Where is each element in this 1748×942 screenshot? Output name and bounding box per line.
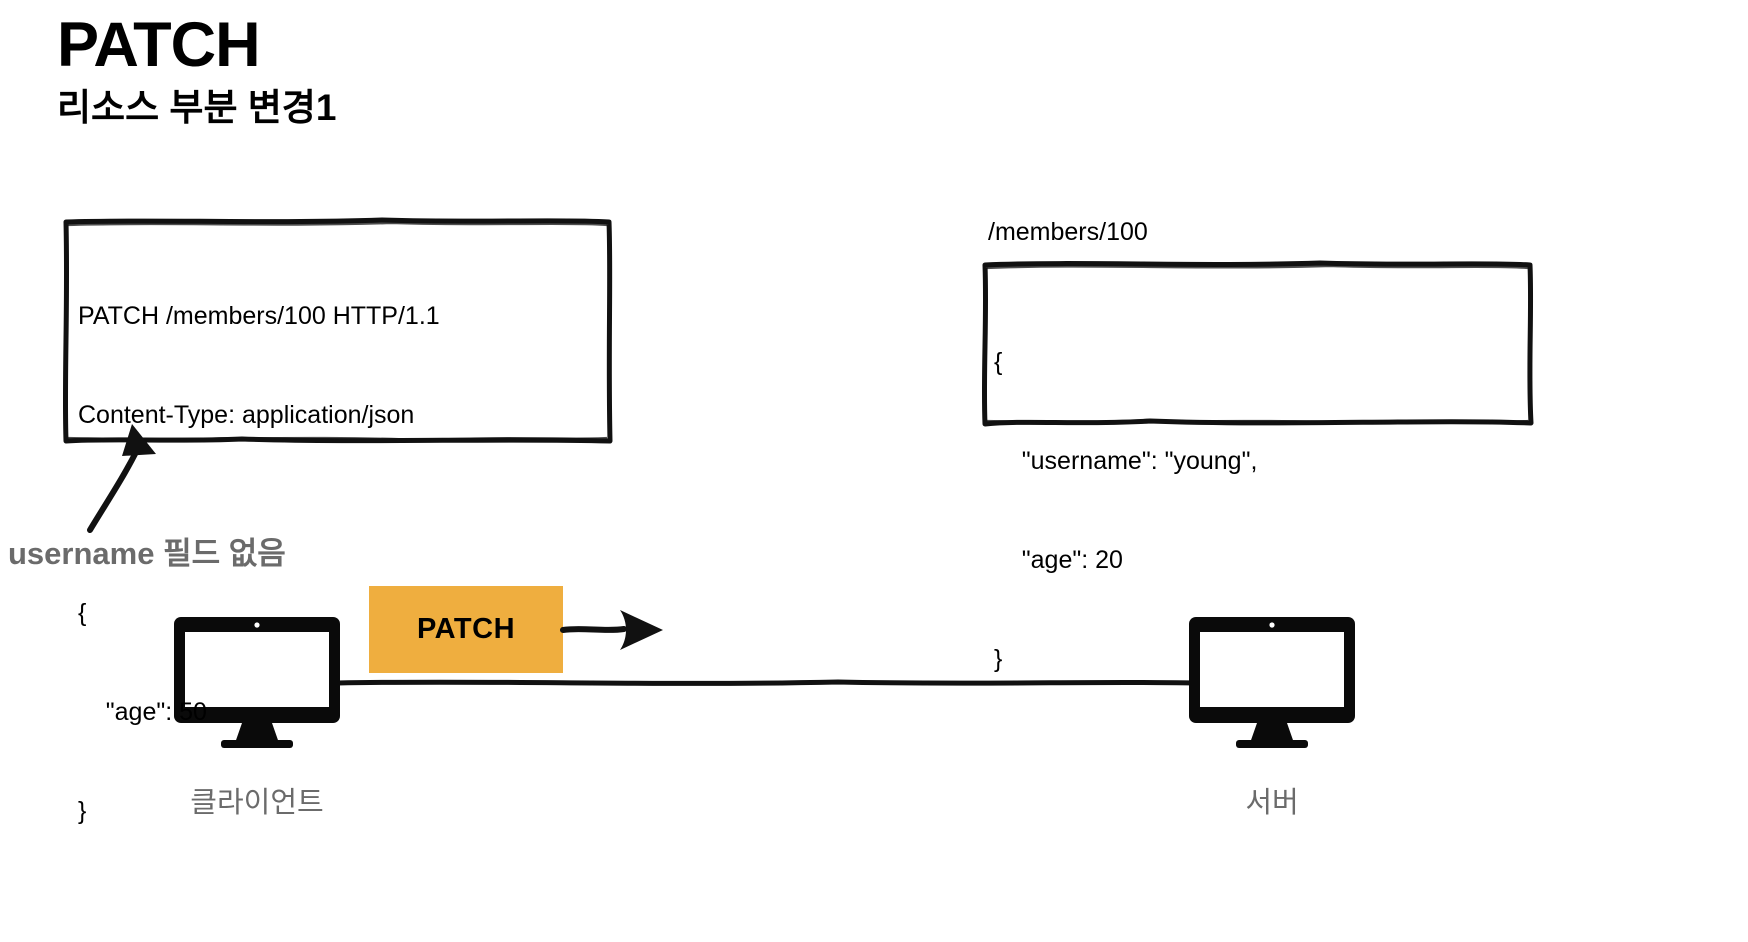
request-line: "age": 50 [78, 698, 207, 726]
page-title: PATCH [57, 10, 261, 80]
http-request-box: PATCH /members/100 HTTP/1.1 Content-Type… [62, 217, 613, 825]
server-resource-box: { "username": "young", "age": 20 } [980, 259, 1534, 673]
client-node-label: 클라이언트 [190, 787, 324, 819]
page-subtitle: 리소스 부분 변경1 [57, 87, 337, 129]
monitor-icon [174, 617, 340, 748]
resource-line: "username": "young", [994, 447, 1258, 475]
annotation-arrow-icon [87, 424, 156, 533]
server-node-label: 서버 [1245, 787, 1299, 819]
request-line: { [78, 599, 87, 627]
arrow-right-icon [560, 610, 663, 650]
resource-line: "age": 20 [994, 546, 1123, 574]
patch-method-label: PATCH [416, 613, 516, 645]
request-line: } [78, 797, 87, 825]
client-server-connection-line [338, 679, 1193, 686]
resource-url-label: /members/100 [988, 218, 1148, 246]
monitor-icon [1189, 617, 1355, 748]
resource-code-block: { "username": "young", "age": 20 } [980, 259, 1534, 742]
title-block: PATCH 리소스 부분 변경1 [57, 12, 336, 131]
request-line [78, 498, 613, 531]
resource-line: } [994, 645, 1003, 673]
resource-line: { [994, 348, 1003, 376]
patch-method-chip[interactable]: PATCH [369, 586, 563, 673]
request-line: PATCH /members/100 HTTP/1.1 [78, 302, 440, 330]
request-line: Content-Type: application/json [78, 401, 415, 429]
annotation-label: username 필드 없음 [8, 536, 286, 571]
request-code-block: PATCH /members/100 HTTP/1.1 Content-Type… [62, 217, 613, 894]
